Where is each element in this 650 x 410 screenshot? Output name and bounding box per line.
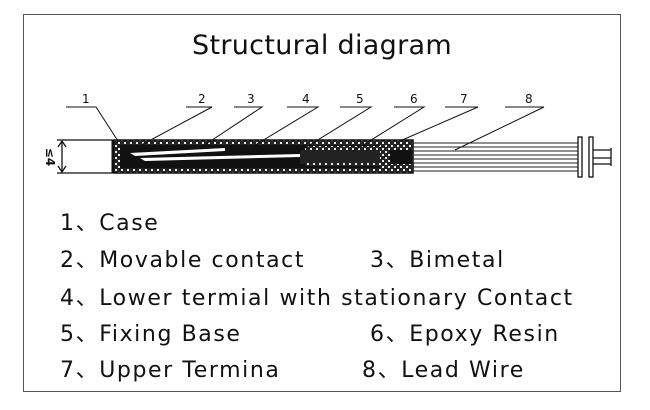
legend-item-epoxy-resin: 6、Epoxy Resin — [370, 322, 560, 347]
internal-contacts — [120, 142, 412, 171]
callout-6: 6 — [410, 92, 418, 106]
wire-terminals — [577, 136, 612, 178]
callout-7: 7 — [460, 92, 468, 106]
legend-item-movable-contact: 2、Movable contact — [60, 248, 306, 273]
lead-wires — [412, 142, 578, 172]
leader-lines — [66, 106, 545, 153]
callout-8: 8 — [525, 92, 533, 106]
diagram-title: Structural diagram — [192, 30, 452, 61]
legend-item-fixing-base: 5、Fixing Base — [60, 322, 242, 347]
diagram-frame — [23, 14, 621, 392]
callout-2: 2 — [198, 92, 206, 106]
legend-item-case: 1、Case — [60, 211, 160, 236]
legend-item-upper-terminal: 7、Upper Termina — [60, 358, 281, 383]
callout-4: 4 — [302, 92, 310, 106]
legend-item-bimetal: 3、Bimetal — [370, 248, 505, 273]
dimension-label: ≤4 — [43, 148, 57, 166]
callout-3: 3 — [247, 92, 255, 106]
callout-numbers: 1 2 3 4 5 6 7 8 — [82, 92, 533, 106]
callout-5: 5 — [356, 92, 364, 106]
legend-item-lower-terminal: 4、Lower termial with stationary Contact — [60, 286, 574, 311]
legend-item-lead-wire: 8、Lead Wire — [362, 358, 525, 383]
callout-1: 1 — [82, 92, 90, 106]
dimension-marker — [57, 139, 112, 174]
